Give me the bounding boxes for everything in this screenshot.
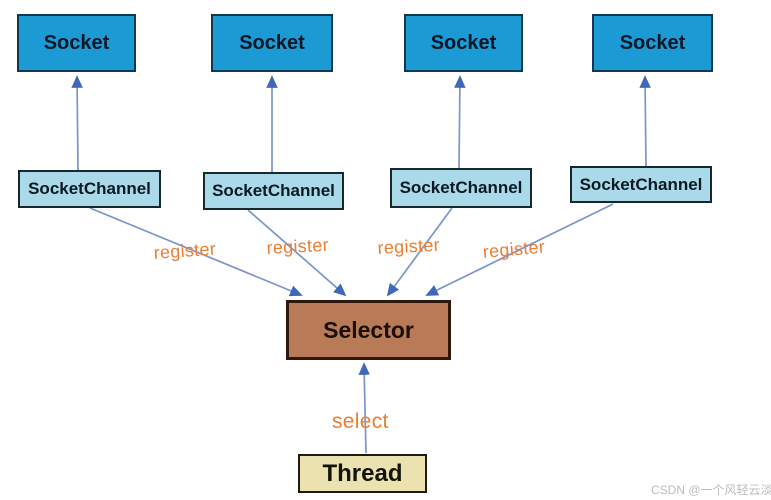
channel3-to-socket3-arrow: [454, 75, 466, 169]
channel4-to-selector-arrow: [425, 203, 614, 296]
socketchannel-3-label: SocketChannel: [399, 178, 523, 197]
register-1: register: [153, 238, 217, 263]
socketchannel-1-node: SocketChannel: [18, 170, 161, 208]
socketchannel-4-label: SocketChannel: [579, 174, 703, 194]
selector-label: Selector: [323, 316, 414, 343]
socketchannel-2-label: SocketChannel: [212, 181, 335, 200]
socket-3-node: Socket: [404, 14, 523, 72]
socket-2-node: Socket: [211, 14, 333, 72]
socketchannel-3-node: SocketChannel: [390, 168, 532, 208]
channel1-to-selector-arrow: [89, 207, 303, 297]
select-label: select: [332, 410, 389, 433]
socket-1-label: Socket: [43, 31, 110, 54]
csdn-watermark: CSDN @一个风轻云淡: [651, 483, 771, 497]
channel1-to-socket1-arrow: [71, 75, 83, 171]
channel4-to-socket4-arrow: [639, 75, 651, 167]
register-3: register: [377, 234, 441, 258]
socketchannel-1-label: SocketChannel: [28, 179, 151, 198]
socketchannel-2-node: SocketChannel: [203, 172, 344, 210]
register-2: register: [266, 234, 330, 258]
channel3-to-selector-arrow: [386, 207, 453, 297]
socket-3-label: Socket: [430, 31, 497, 54]
thread-label: Thread: [322, 459, 403, 487]
socketchannel-4-node: SocketChannel: [570, 166, 712, 203]
socket-2-label: Socket: [239, 31, 305, 54]
selector-node: Selector: [286, 300, 451, 360]
socket-1-node: Socket: [17, 14, 136, 72]
socket-4-node: Socket: [592, 14, 713, 72]
channel2-to-selector-arrow: [247, 209, 347, 297]
thread-node: Thread: [298, 454, 427, 493]
thread-to-selector-arrow: [358, 362, 370, 454]
socket-4-label: Socket: [619, 31, 686, 54]
